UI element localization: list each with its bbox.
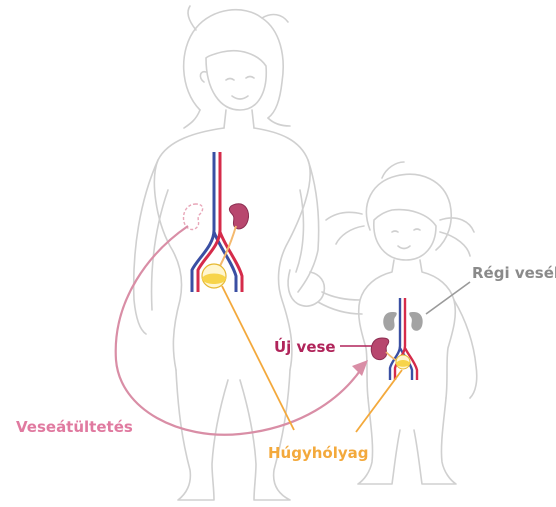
old-kidney-right [409,312,423,331]
donated-kidney-outline [184,204,203,229]
hugyholyag-label: Húgyhólyag [268,444,369,462]
adult-kidney [229,204,248,229]
transplant-arrow-head [352,360,368,376]
veseatultetes-label: Veseátültetés [16,418,133,436]
regi-vesek-label: Régi vesék [472,264,556,282]
child-figure [318,162,477,484]
child-organs [371,298,422,380]
bladder-leader-child [356,370,402,432]
transplant-arrow [116,226,362,435]
new-kidney [371,338,388,360]
adult-organs [184,152,249,292]
bladder-leader-adult [222,286,294,430]
old-kidney-left [383,312,397,331]
uj-vese-label: Új vese [274,337,336,356]
